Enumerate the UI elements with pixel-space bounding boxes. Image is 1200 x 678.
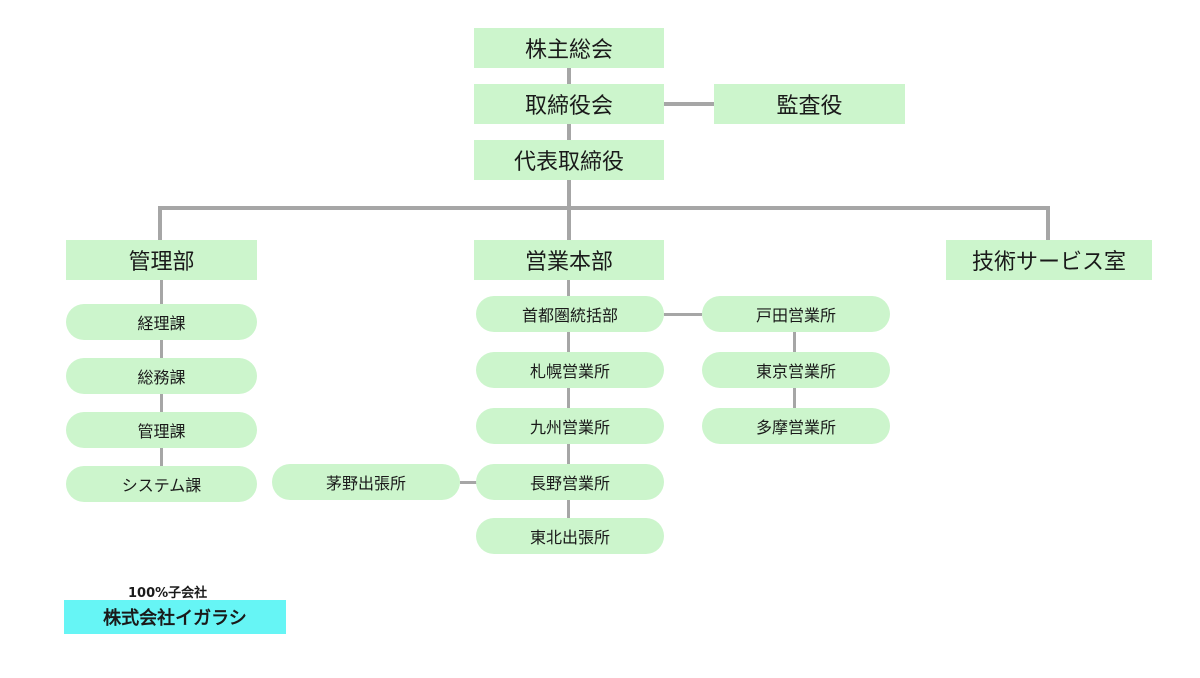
nagano-office: 長野営業所 (476, 464, 664, 500)
line-bus-tech (1046, 206, 1050, 240)
toda-office: 戸田営業所 (702, 296, 890, 332)
line-shareholders-board (567, 68, 571, 84)
general-affairs-section: 総務課 (66, 358, 257, 394)
metro-division: 首都圏統括部 (476, 296, 664, 332)
line-sales-column (567, 280, 570, 520)
tohoku-branch: 東北出張所 (476, 518, 664, 554)
shareholders-meeting-box: 株主総会 (474, 28, 664, 68)
line-metro-link (664, 313, 702, 316)
line-ceo-down (567, 180, 571, 240)
admin-department-box: 管理部 (66, 240, 257, 280)
line-board-auditor (664, 102, 716, 106)
accounting-section: 経理課 (66, 304, 257, 340)
subsidiary-label: 100%子会社 (128, 586, 208, 601)
sapporo-office: 札幌営業所 (476, 352, 664, 388)
sales-headquarters-box: 営業本部 (474, 240, 664, 280)
ceo-box: 代表取締役 (474, 140, 664, 180)
tech-service-office-box: 技術サービス室 (946, 240, 1152, 280)
subsidiary-company-box: 株式会社イガラシ (64, 600, 286, 634)
line-horizontal-bus (158, 206, 1050, 210)
chino-branch: 茅野出張所 (272, 464, 460, 500)
tama-office: 多摩営業所 (702, 408, 890, 444)
auditor-box: 監査役 (714, 84, 905, 124)
tokyo-office: 東京営業所 (702, 352, 890, 388)
line-nagano-link (460, 481, 478, 484)
line-bus-admin (158, 206, 162, 240)
board-of-directors-box: 取締役会 (474, 84, 664, 124)
line-board-ceo (567, 124, 571, 140)
management-section: 管理課 (66, 412, 257, 448)
kyushu-office: 九州営業所 (476, 408, 664, 444)
system-section: システム課 (66, 466, 257, 502)
